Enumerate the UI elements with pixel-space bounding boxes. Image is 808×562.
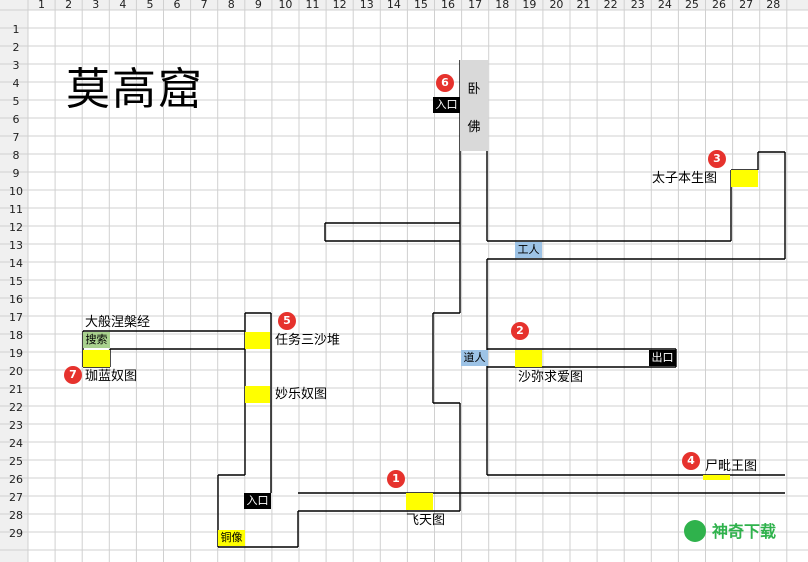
buddha-char-2: 佛 — [467, 120, 481, 135]
column-header: 21 — [577, 0, 591, 11]
column-header: 26 — [712, 0, 726, 11]
entrance-top: 入口 — [433, 97, 460, 113]
buddha-char-1: 卧 — [467, 82, 481, 97]
column-header: 3 — [92, 0, 99, 11]
row-header: 11 — [9, 203, 23, 216]
column-header: 27 — [739, 0, 753, 11]
label-jialan: 珈蓝奴图 — [85, 369, 138, 384]
row-header: 24 — [9, 437, 23, 450]
column-header: 20 — [549, 0, 563, 11]
row-header: 27 — [9, 491, 23, 504]
row-header: 4 — [13, 77, 20, 90]
marker-badge-7: 7 — [64, 366, 82, 384]
row-header: 17 — [9, 311, 23, 324]
row-header: 10 — [9, 185, 23, 198]
column-header: 16 — [441, 0, 455, 11]
column-header: 11 — [306, 0, 320, 11]
column-header: 9 — [255, 0, 262, 11]
mural-spot-2 — [515, 350, 542, 367]
marker-badge-1: 1 — [387, 470, 405, 488]
row-header: 6 — [13, 113, 20, 126]
column-header: 5 — [146, 0, 153, 11]
mural-spot-4 — [703, 475, 730, 480]
marker-badge-2: 2 — [511, 322, 529, 340]
row-header: 25 — [9, 455, 23, 468]
row-header: 29 — [9, 527, 23, 540]
row-header: 21 — [9, 383, 23, 396]
watermark-icon — [684, 520, 706, 542]
label-shami: 沙弥求爱图 — [518, 370, 584, 385]
row-header: 26 — [9, 473, 23, 486]
row-header: 23 — [9, 419, 23, 432]
column-header: 28 — [766, 0, 780, 11]
row-header: 19 — [9, 347, 23, 360]
column-header: 2 — [65, 0, 72, 11]
column-header: 17 — [468, 0, 482, 11]
row-header: 7 — [13, 131, 20, 144]
reclining-buddha: 卧 佛 — [460, 60, 488, 151]
row-header: 12 — [9, 221, 23, 234]
marker-badge-5: 5 — [278, 312, 296, 330]
column-header: 10 — [278, 0, 292, 11]
row-header: 20 — [9, 365, 23, 378]
label-renwu: 任务三沙堆 — [275, 333, 341, 348]
label-bore: 大般涅槃经 — [85, 315, 151, 330]
map-title: 莫高窟 — [66, 64, 204, 115]
entrance-bottom: 入口 — [244, 493, 271, 509]
taoist-marker: 道人 — [461, 350, 488, 366]
label-taizi: 太子本生图 — [652, 171, 718, 186]
mural-spot-1 — [406, 493, 433, 510]
mural-spot-5b — [245, 386, 270, 403]
row-header: 1 — [13, 23, 20, 36]
row-header: 2 — [13, 41, 20, 54]
column-header: 14 — [387, 0, 401, 11]
column-header: 22 — [604, 0, 618, 11]
row-header: 16 — [9, 293, 23, 306]
marker-badge-4: 4 — [682, 452, 700, 470]
marker-badge-3: 3 — [708, 150, 726, 168]
column-header: 1 — [38, 0, 45, 11]
mural-spot-7 — [83, 350, 110, 367]
column-header: 8 — [228, 0, 235, 11]
column-header: 12 — [333, 0, 347, 11]
column-header: 25 — [685, 0, 699, 11]
mural-spot-5 — [245, 332, 270, 349]
label-miaole: 妙乐奴图 — [275, 387, 328, 402]
mural-spot-3 — [731, 170, 758, 187]
row-header: 28 — [9, 509, 23, 522]
column-header: 18 — [495, 0, 509, 11]
worker-marker: 工人 — [515, 242, 542, 258]
label-shipi: 尸毗王图 — [705, 459, 758, 474]
column-header: 7 — [201, 0, 208, 11]
watermark-text: 神奇下载 — [712, 522, 777, 541]
column-header: 4 — [119, 0, 126, 11]
column-header: 24 — [658, 0, 672, 11]
row-header: 8 — [13, 149, 20, 162]
column-header: 13 — [360, 0, 374, 11]
row-header: 14 — [9, 257, 23, 270]
row-header: 18 — [9, 329, 23, 342]
row-header: 3 — [13, 59, 20, 72]
column-header: 6 — [174, 0, 181, 11]
row-header: 22 — [9, 401, 23, 414]
column-header: 19 — [522, 0, 536, 11]
search-marker: 搜索 — [83, 332, 110, 348]
exit-marker: 出口 — [649, 350, 676, 366]
label-feitian: 飞天图 — [406, 513, 446, 528]
row-header: 5 — [13, 95, 20, 108]
row-header: 13 — [9, 239, 23, 252]
column-header: 23 — [631, 0, 645, 11]
row-header: 15 — [9, 275, 23, 288]
column-header: 15 — [414, 0, 428, 11]
row-header: 9 — [13, 167, 20, 180]
bronze-statue-marker: 铜像 — [218, 530, 245, 546]
marker-badge-6: 6 — [436, 74, 454, 92]
